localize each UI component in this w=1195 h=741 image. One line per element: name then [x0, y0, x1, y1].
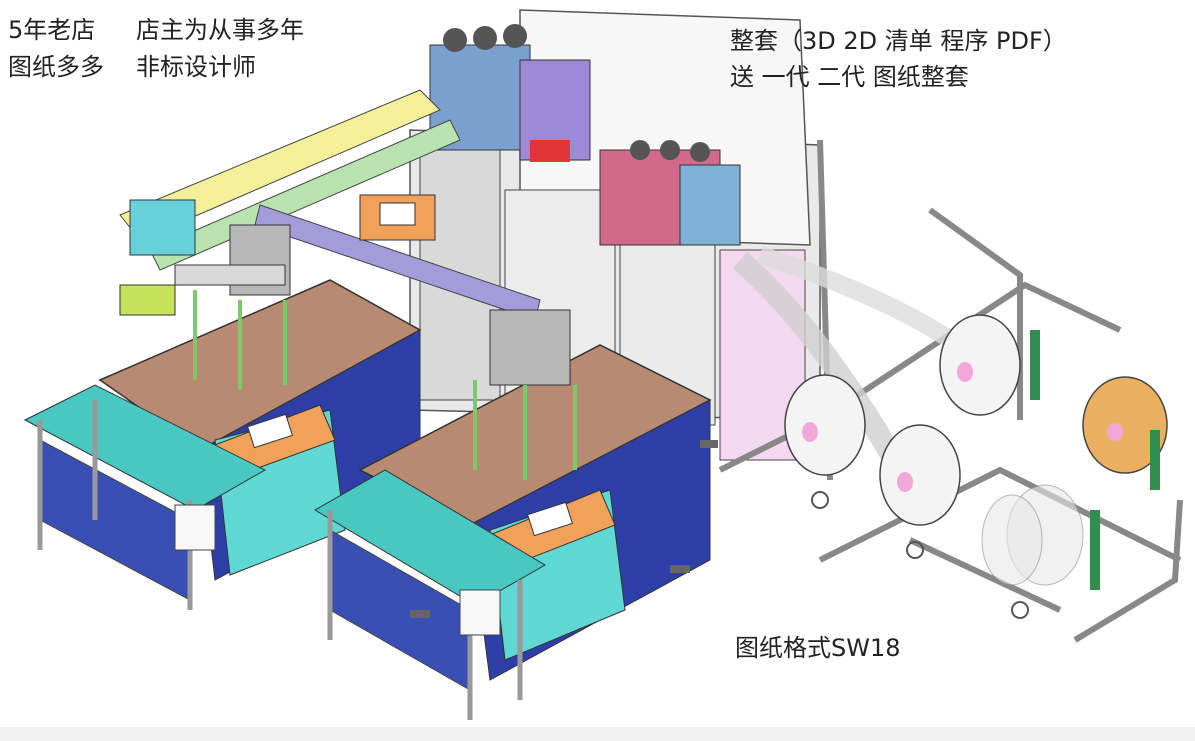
top-forming-station: [429, 24, 741, 246]
owner-caption-line1: 店主为从事多年: [136, 16, 304, 44]
file-format-caption: 图纸格式SW18: [735, 634, 901, 662]
bonus-caption: 送 一代 二代 图纸整套: [730, 63, 969, 91]
owner-caption-line2: 非标设计师: [136, 53, 256, 81]
overhead-conveyor: [119, 89, 541, 321]
guide-plates: [1030, 330, 1160, 590]
left-output-bench: [23, 384, 267, 610]
middle-work-station: [358, 194, 712, 681]
machine-feet: [410, 440, 718, 618]
shop-age-caption: 5年老店: [8, 16, 96, 44]
middle-output-bench: [314, 469, 546, 720]
drawings-caption: 图纸多多: [8, 53, 104, 81]
material-rolls: [784, 314, 1168, 619]
left-work-station: [98, 224, 422, 581]
package-contents-caption: 整套（3D 2D 清单 程序 PDF）: [730, 27, 1067, 55]
footer-strip: [0, 727, 1195, 741]
